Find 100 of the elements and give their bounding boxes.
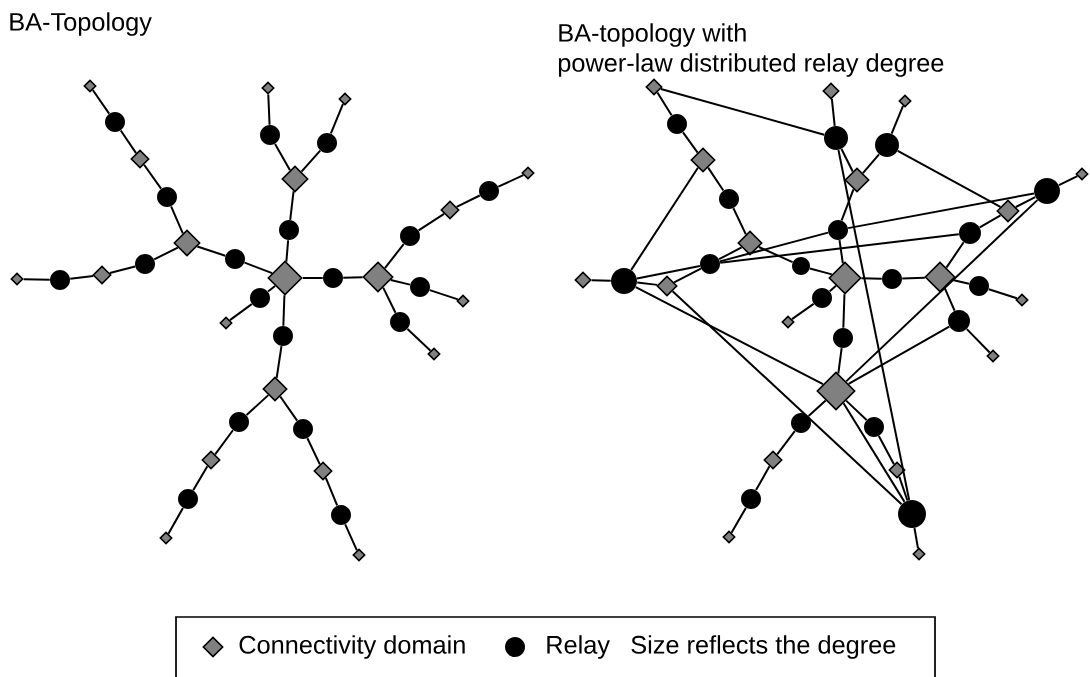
link-line — [382, 286, 397, 314]
link-line — [406, 328, 432, 352]
link-line — [428, 289, 459, 301]
link-line — [342, 276, 364, 279]
link-line — [417, 212, 446, 232]
link-line — [636, 281, 659, 286]
link-line — [267, 284, 277, 293]
link-line — [943, 287, 956, 312]
link-line — [301, 277, 324, 279]
relay-dot — [293, 419, 313, 439]
relay-dot — [882, 269, 902, 289]
link-line — [153, 246, 179, 261]
relay-dot — [157, 187, 177, 207]
domain-diamond — [173, 229, 201, 257]
domain-diamond — [267, 260, 303, 296]
link-line — [170, 205, 184, 235]
relay-dot — [250, 288, 270, 308]
relay-dot — [741, 489, 761, 509]
link-line — [300, 149, 322, 173]
link-line — [389, 279, 411, 286]
domain-diamond — [822, 82, 840, 100]
link-line — [732, 207, 747, 236]
link-line — [730, 506, 747, 534]
relay-dot — [225, 249, 245, 269]
legend-text: Connectivity domain — [239, 635, 465, 659]
relay-dot — [700, 254, 720, 274]
relay-dot — [479, 181, 499, 201]
domain-diamond — [996, 199, 1020, 223]
link-line — [214, 429, 234, 456]
domain-diamond — [262, 376, 288, 402]
domain-diamond — [888, 461, 906, 479]
link-line — [847, 192, 1035, 230]
link-line — [808, 267, 833, 276]
relay-dot — [178, 489, 198, 509]
link-line — [901, 276, 926, 280]
domain-diamond — [690, 147, 716, 173]
link-line — [1014, 196, 1037, 208]
domain-diamond — [816, 371, 856, 411]
domain-diamond — [828, 261, 862, 295]
link-line — [830, 97, 836, 127]
link-line — [636, 265, 701, 280]
domain-diamond — [130, 149, 150, 169]
link-line — [838, 239, 844, 265]
link-line — [630, 166, 699, 271]
domain-diamond — [737, 230, 763, 256]
link-line — [243, 261, 274, 275]
relay-dot — [948, 310, 970, 332]
domain-diamond — [427, 347, 441, 361]
link-line — [978, 214, 1002, 229]
domain-diamond — [83, 79, 97, 93]
relay-dot — [105, 112, 125, 132]
relay-dot — [898, 500, 926, 528]
link-line — [847, 325, 951, 385]
domain-diamond — [912, 547, 926, 561]
link-line — [285, 239, 290, 263]
link-line — [757, 246, 794, 264]
relay-dot — [50, 270, 70, 290]
link-line — [267, 93, 271, 126]
link-line — [987, 288, 1018, 300]
domain-diamond — [440, 200, 460, 220]
domain-diamond — [645, 78, 663, 96]
domain-diamond — [281, 165, 309, 193]
domain-diamond — [781, 315, 795, 329]
relay-dot — [833, 328, 853, 348]
domain-diamond — [844, 167, 870, 193]
link-line — [877, 435, 895, 466]
domain-diamond — [159, 531, 173, 545]
link-line — [167, 506, 184, 535]
domain-diamond — [1075, 167, 1089, 181]
link-line — [279, 395, 299, 422]
domain-diamond — [656, 275, 678, 297]
link-line — [1057, 175, 1079, 187]
domain-diamond — [362, 261, 394, 293]
link-line — [275, 345, 283, 379]
relay-dot — [1034, 178, 1060, 204]
link-line — [497, 174, 525, 188]
domain-diamond — [456, 294, 470, 308]
link-line — [896, 149, 1002, 208]
relay-dot — [812, 288, 832, 308]
link-line — [282, 294, 286, 327]
link-line — [718, 231, 830, 263]
domain-diamond — [898, 94, 912, 108]
relay-dot — [317, 133, 337, 153]
relay-dot — [719, 189, 739, 209]
link-line — [671, 290, 903, 506]
link-line — [673, 267, 702, 284]
relay-dot — [824, 126, 848, 150]
relay-dot — [400, 226, 420, 246]
link-line — [289, 190, 295, 221]
link-line — [890, 104, 905, 135]
link-line — [245, 394, 270, 417]
link-line — [659, 87, 826, 136]
link-line — [837, 347, 843, 375]
link-line — [656, 91, 673, 117]
relay-dot — [791, 413, 811, 433]
link-line — [807, 399, 827, 418]
relay-dot — [410, 277, 430, 297]
link-line — [324, 476, 339, 507]
link-line — [91, 89, 111, 115]
relay-dot — [323, 268, 343, 288]
